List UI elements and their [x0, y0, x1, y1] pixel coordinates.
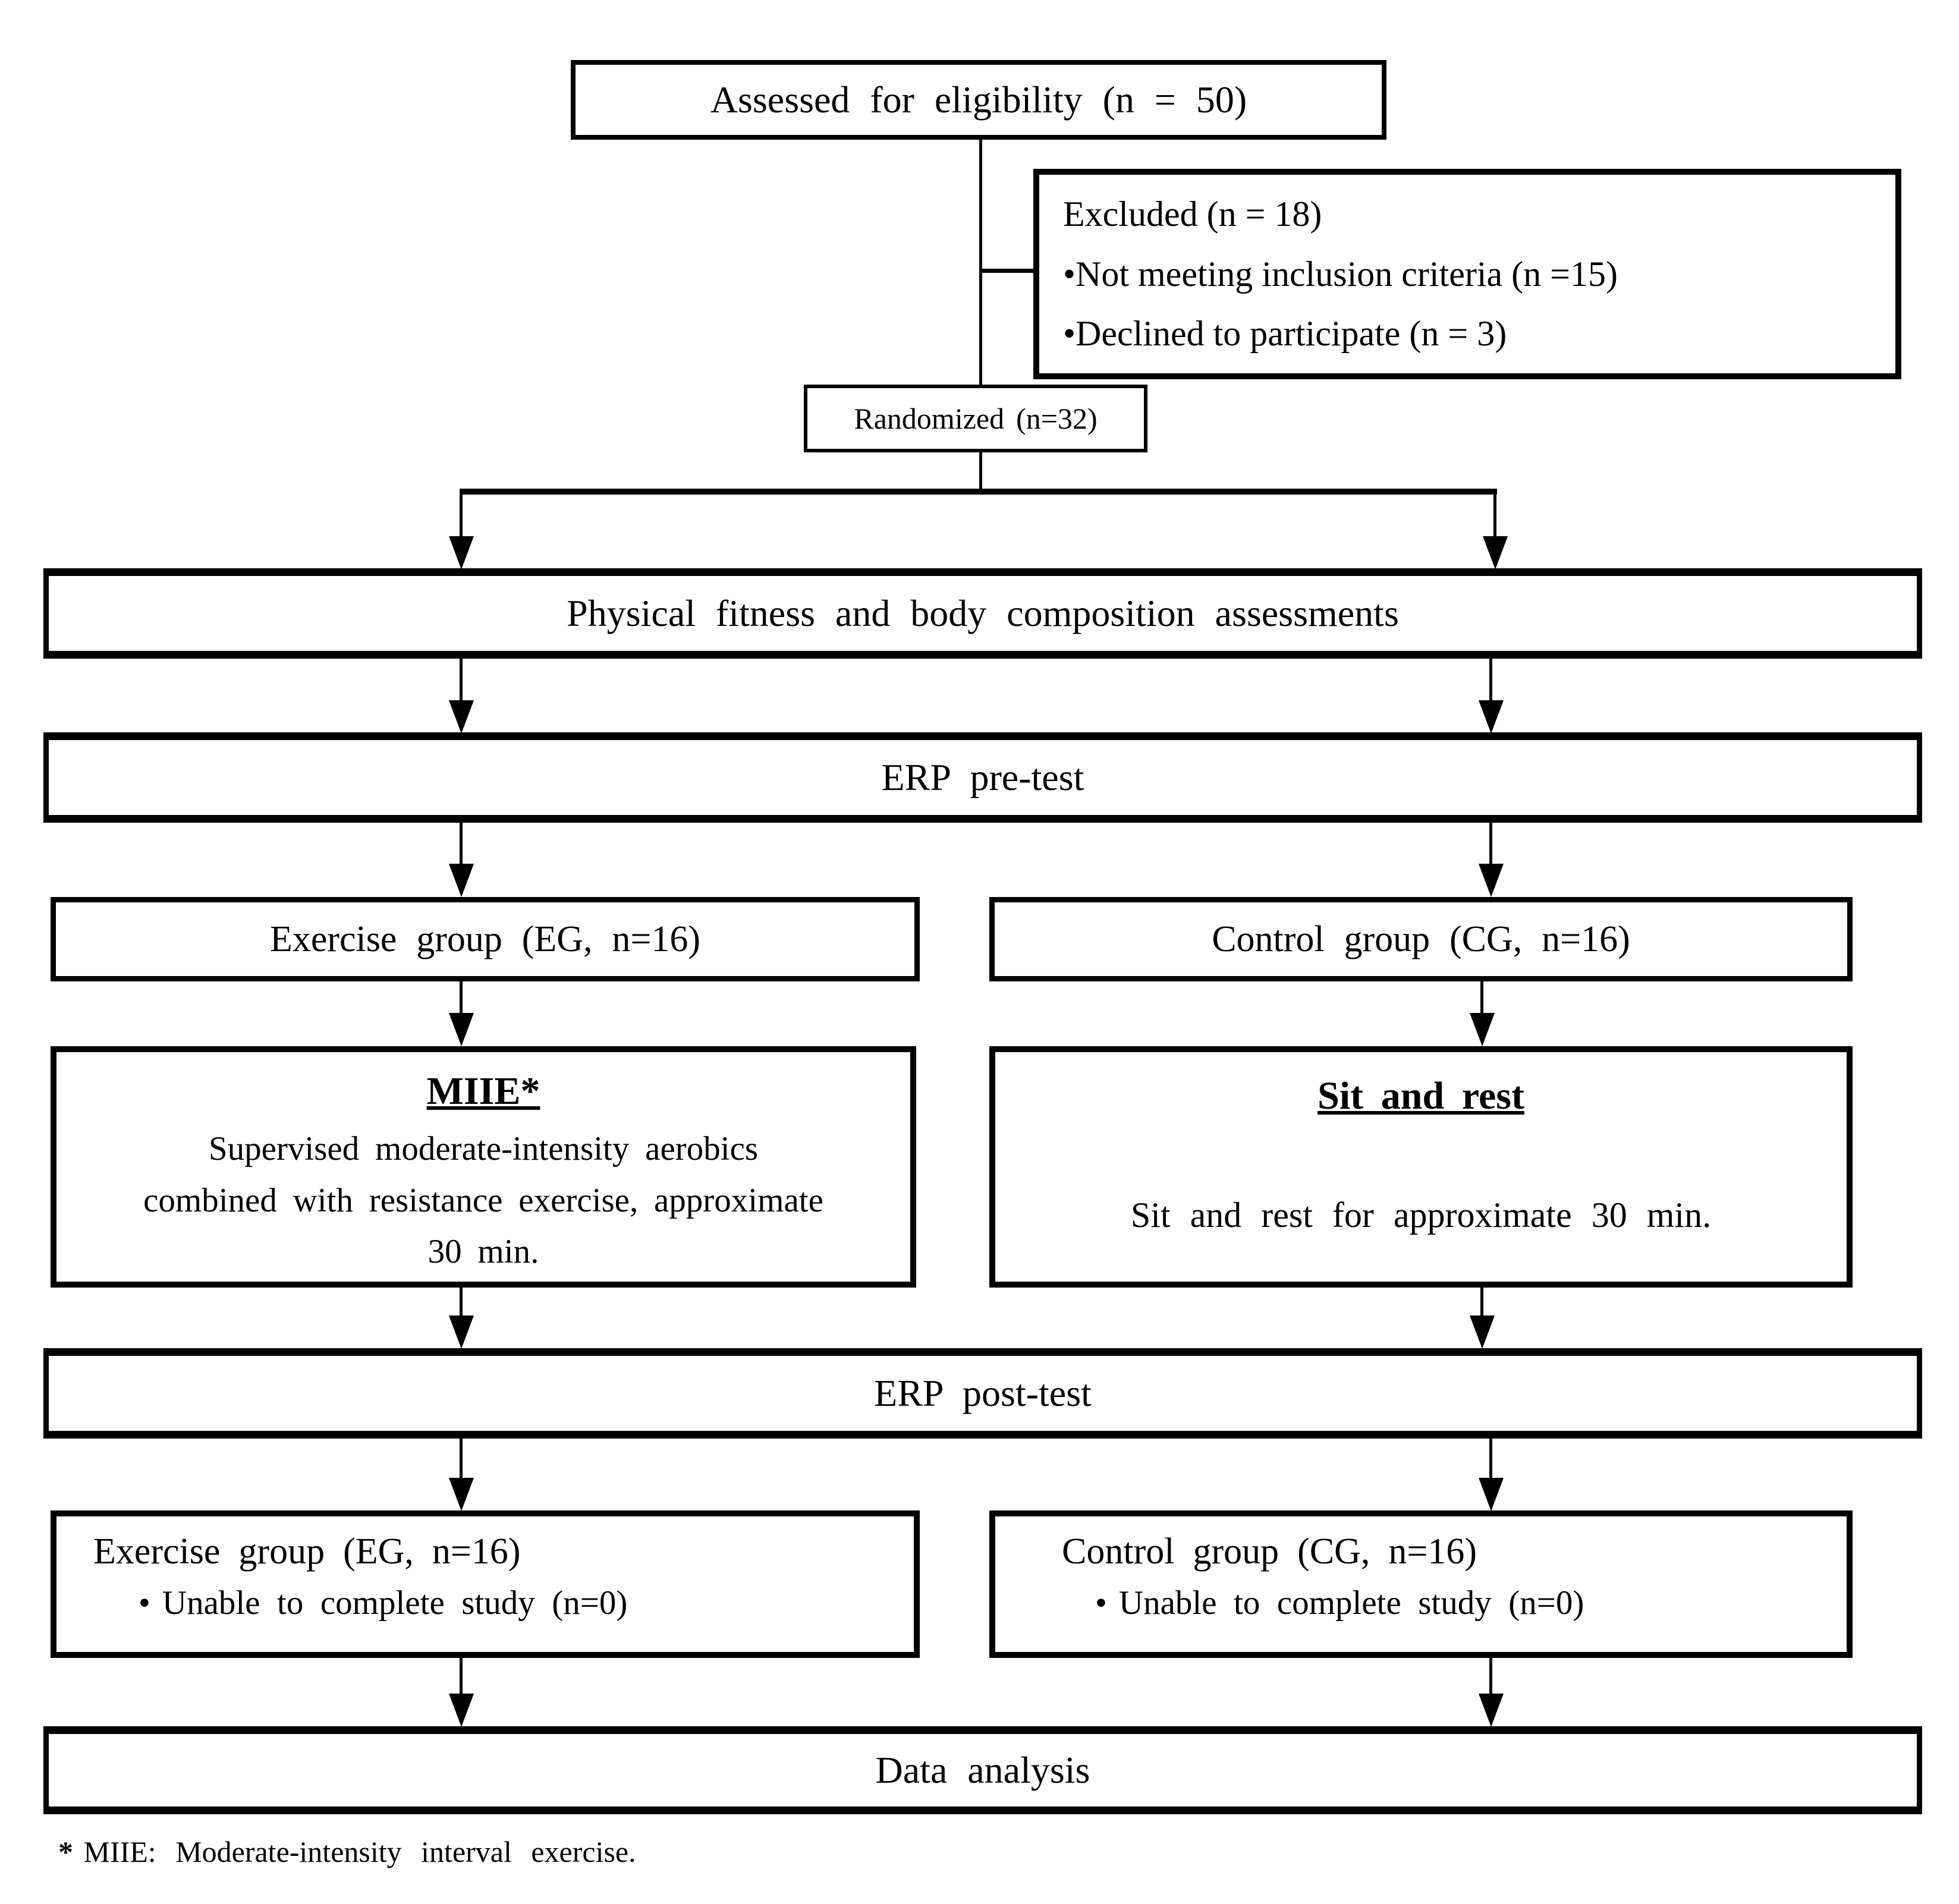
connector-assessed-to-randomized	[979, 139, 982, 386]
connector-cgbottom-to-data	[1489, 1657, 1492, 1697]
connector-egbottom-to-data	[460, 1657, 463, 1697]
exercise-group-outcome-label: Unable to complete study (n=0)	[162, 1584, 628, 1622]
excluded-item-label: Declined to participate (n = 3)	[1076, 314, 1507, 354]
arrow-down-icon	[449, 536, 474, 569]
bullet-icon: •	[1063, 254, 1076, 294]
erp-posttest-label: ERP post-test	[874, 1372, 1092, 1414]
excluded-item: •Declined to participate (n = 3)	[1063, 313, 1507, 354]
miie-description-line: Supervised moderate-intensity aerobics	[208, 1130, 759, 1167]
assessed-eligibility-box: Assessed for eligibility (n = 50)	[571, 60, 1386, 140]
exercise-group-box: Exercise group (EG, n=16)	[51, 897, 920, 981]
arrow-down-icon	[1479, 700, 1504, 734]
excluded-title: Excluded (n = 18)	[1063, 194, 1322, 234]
connector-erppre-to-eg	[460, 822, 463, 867]
arrow-down-icon	[449, 1316, 474, 1349]
arrow-down-icon	[1483, 536, 1508, 569]
data-analysis-box: Data analysis	[43, 1726, 1922, 1814]
control-group-outcome-title: Control group (CG, n=16)	[1062, 1531, 1477, 1572]
connector-physical-to-erppre-right	[1489, 657, 1492, 703]
footnote-asterisk: *	[58, 1835, 73, 1868]
sit-rest-box: Sit and rest Sit and rest for approximat…	[989, 1046, 1853, 1288]
randomized-label: Randomized (n=32)	[854, 402, 1098, 435]
bullet-icon: •	[1095, 1584, 1107, 1622]
connector-erppre-to-cg	[1489, 822, 1492, 867]
control-group-outcome-item: • Unable to complete study (n=0)	[995, 1584, 1847, 1622]
connector-cg-to-sit	[1480, 980, 1483, 1016]
exercise-group-outcome-title: Exercise group (EG, n=16)	[93, 1531, 521, 1572]
erp-pretest-label: ERP pre-test	[881, 756, 1084, 798]
sit-rest-description: Sit and rest for approximate 30 min.	[1130, 1195, 1712, 1235]
bullet-icon: •	[1063, 314, 1076, 354]
connector-randomized-to-split	[979, 451, 982, 493]
physical-assessments-label: Physical fitness and body composition as…	[567, 592, 1399, 634]
footnote-text: MIIE: Moderate-intensity interval exerci…	[83, 1835, 636, 1868]
miie-description: Supervised moderate-intensity aerobics c…	[143, 1123, 823, 1278]
arrow-down-icon	[1470, 1013, 1495, 1046]
bullet-icon: •	[139, 1584, 150, 1622]
sit-rest-title: Sit and rest	[1317, 1074, 1524, 1118]
control-group-outcome-box: Control group (CG, n=16) • Unable to comp…	[989, 1510, 1853, 1658]
miie-title: MIIE*	[426, 1069, 540, 1113]
connector-split-horizontal	[460, 489, 1497, 495]
erp-pretest-box: ERP pre-test	[43, 732, 1922, 823]
arrow-down-icon	[449, 700, 474, 734]
footnote: * MIIE: Moderate-intensity interval exerc…	[58, 1834, 636, 1869]
miie-description-line: combined with resistance exercise, appro…	[143, 1181, 823, 1219]
connector-physical-to-erppre-left	[460, 657, 463, 703]
connector-sit-to-erppost	[1480, 1286, 1483, 1320]
connector-branch-to-excluded	[981, 269, 1036, 273]
arrow-down-icon	[1479, 1694, 1504, 1727]
arrow-down-icon	[1470, 1316, 1495, 1349]
data-analysis-label: Data analysis	[875, 1749, 1090, 1791]
erp-posttest-box: ERP post-test	[43, 1348, 1922, 1439]
physical-assessments-box: Physical fitness and body composition as…	[43, 568, 1922, 659]
randomized-box: Randomized (n=32)	[804, 385, 1147, 452]
connector-eg-to-miie	[460, 980, 463, 1016]
arrow-down-icon	[1479, 1478, 1504, 1511]
arrow-down-icon	[449, 1478, 474, 1511]
excluded-item: •Not meeting inclusion criteria (n =15)	[1063, 254, 1618, 295]
connector-erppost-to-cgbottom	[1489, 1437, 1492, 1480]
excluded-box: Excluded (n = 18) •Not meeting inclusion…	[1033, 169, 1901, 379]
exercise-group-outcome-box: Exercise group (EG, n=16) • Unable to com…	[51, 1510, 920, 1658]
exercise-group-label: Exercise group (EG, n=16)	[269, 918, 701, 959]
arrow-down-icon	[449, 1694, 474, 1727]
connector-erppost-to-egbottom	[460, 1437, 463, 1480]
miie-description-line: 30 min.	[427, 1233, 539, 1271]
control-group-outcome-label: Unable to complete study (n=0)	[1118, 1584, 1584, 1622]
connector-split-right-drop	[1493, 489, 1496, 540]
arrow-down-icon	[449, 864, 474, 897]
control-group-label: Control group (CG, n=16)	[1212, 918, 1630, 959]
excluded-item-label: Not meeting inclusion criteria (n =15)	[1076, 254, 1618, 294]
connector-miie-to-erppost	[460, 1286, 463, 1320]
miie-intervention-box: MIIE* Supervised moderate-intensity aero…	[51, 1046, 916, 1288]
control-group-box: Control group (CG, n=16)	[989, 897, 1853, 981]
arrow-down-icon	[449, 1013, 474, 1046]
exercise-group-outcome-item: • Unable to complete study (n=0)	[56, 1584, 914, 1622]
assessed-eligibility-label: Assessed for eligibility (n = 50)	[710, 78, 1247, 121]
connector-split-left-drop	[460, 489, 463, 540]
arrow-down-icon	[1479, 864, 1504, 897]
